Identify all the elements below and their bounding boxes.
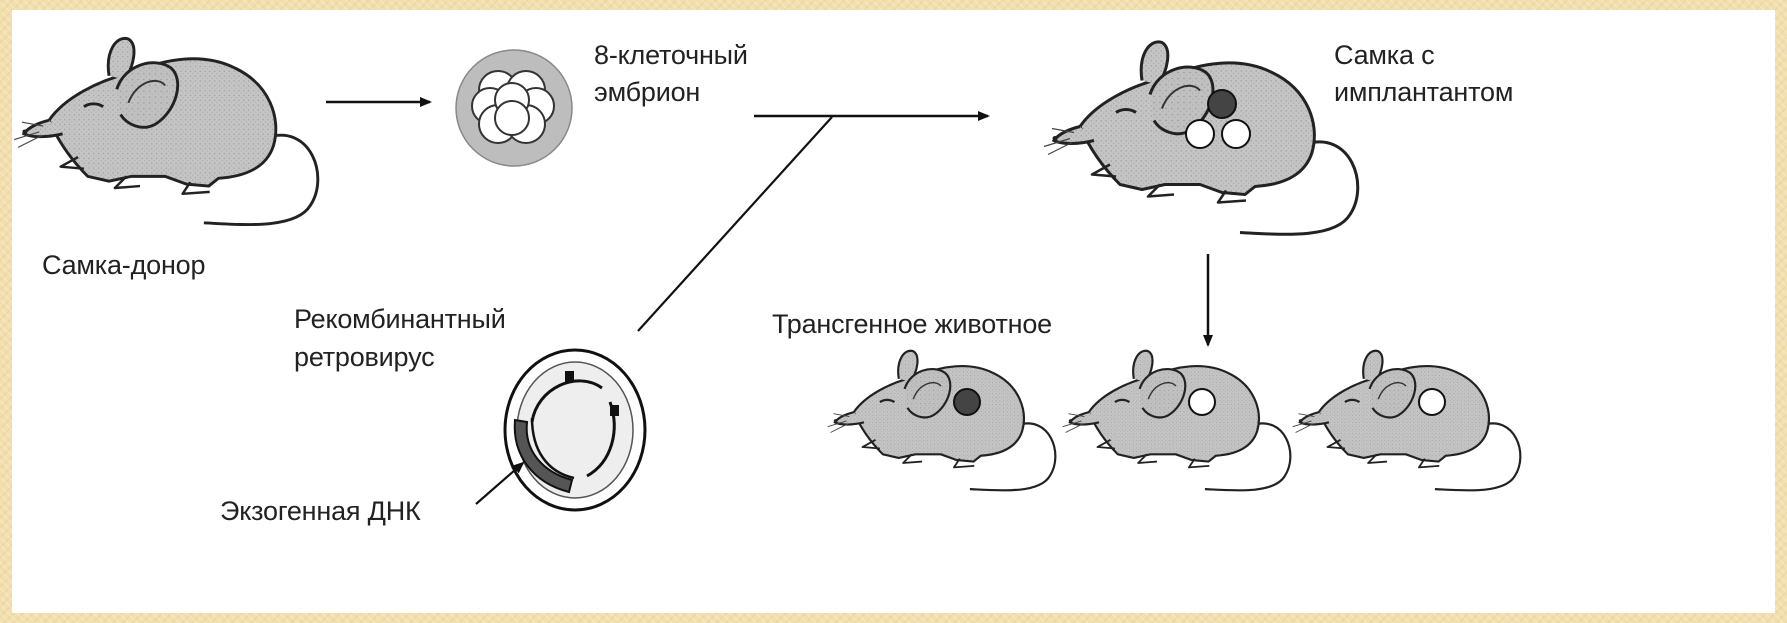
- label-retrovirus-line2: ретровирус: [294, 340, 434, 374]
- offspring-cell-dark: [954, 389, 980, 415]
- diagram-canvas: 8-клеточный эмбрион Самка с имплантантом…: [12, 10, 1775, 613]
- label-donor-female: Самка-донор: [42, 248, 205, 282]
- offspring-mouse: [1063, 351, 1291, 491]
- implanted-mouse: [1044, 42, 1358, 234]
- implanted-cell-light: [1222, 120, 1250, 148]
- label-implant-female-line1: Самка с: [1334, 38, 1434, 72]
- donor-mouse: [14, 38, 318, 224]
- injection-line: [638, 117, 832, 331]
- label-exogenous-dna: Экзогенная ДНК: [220, 494, 421, 528]
- label-retrovirus-line1: Рекомбинантный: [294, 302, 506, 336]
- label-embryo-line1: 8-клеточный: [594, 38, 748, 72]
- embryo-8-cell: [456, 50, 572, 166]
- label-implant-female-line2: имплантантом: [1334, 75, 1513, 109]
- offspring-mouse: [828, 351, 1056, 491]
- offspring-mouse: [1293, 351, 1521, 491]
- label-transgenic-animal: Трансгенное животное: [772, 307, 1052, 341]
- label-embryo-line2: эмбрион: [594, 75, 700, 109]
- offspring-cell-light: [1419, 389, 1445, 415]
- arrow-exogenous-dna: [476, 463, 523, 504]
- offspring-cell-light: [1189, 389, 1215, 415]
- retrovirus: [505, 350, 645, 510]
- implanted-cell-dark: [1208, 90, 1236, 118]
- implanted-cell-light: [1186, 120, 1214, 148]
